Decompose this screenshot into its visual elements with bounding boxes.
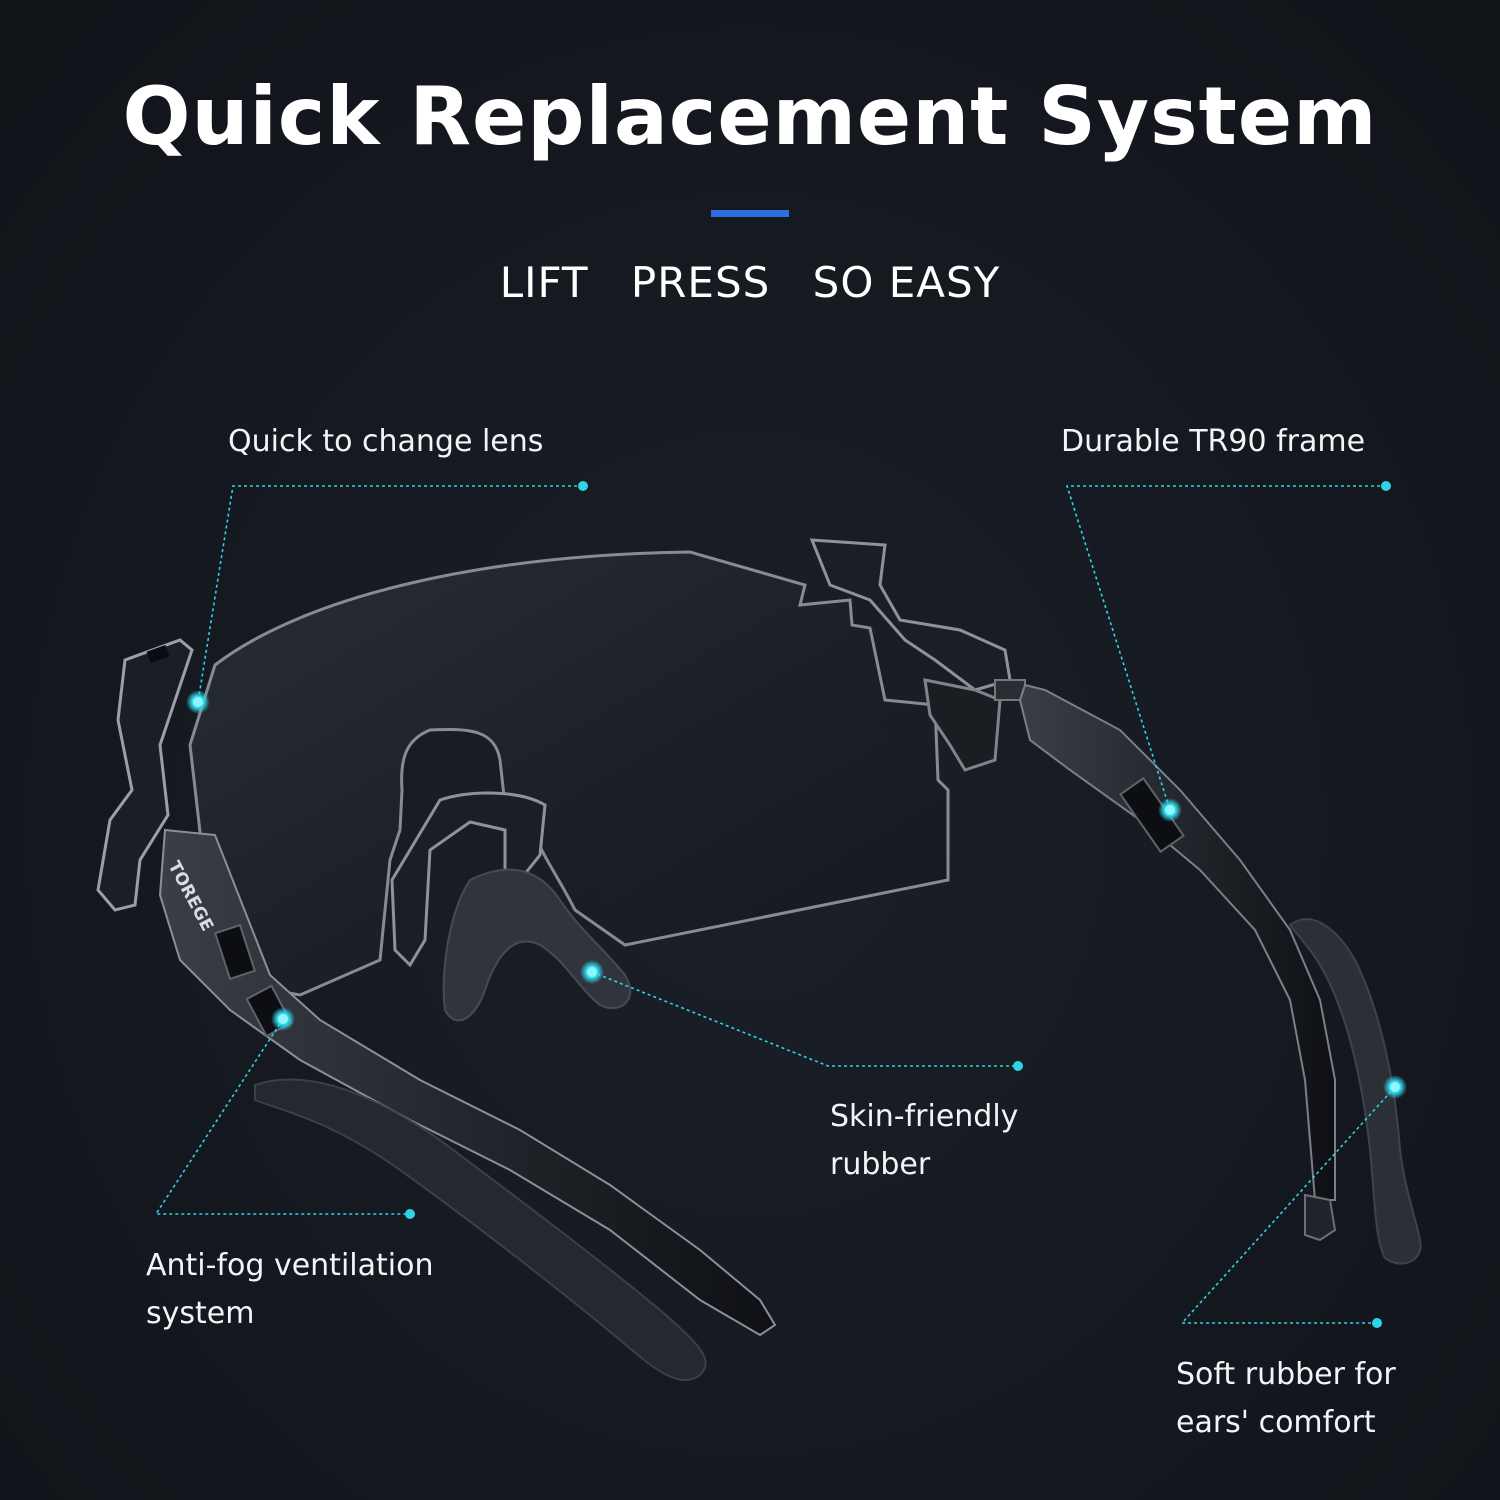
right-temple-arm bbox=[1018, 683, 1336, 1201]
lens-line-end-dot bbox=[578, 481, 588, 491]
nose-pad bbox=[442, 868, 632, 1022]
vent-leader-line bbox=[154, 1018, 410, 1215]
lens-shape bbox=[188, 550, 950, 997]
ear-leader-line bbox=[1180, 1086, 1396, 1324]
frame-callout-text: Durable TR90 frame bbox=[1061, 424, 1366, 459]
vent-line-end-dot bbox=[405, 1209, 415, 1219]
subtitle-word-easy: SO EASY bbox=[812, 258, 1001, 307]
lens-leader-line bbox=[197, 485, 583, 703]
nose-callout-label: Skin-friendly rubber bbox=[830, 1093, 1018, 1189]
right-hinge-bottom bbox=[923, 678, 1002, 772]
right-temple-tip bbox=[1304, 1193, 1337, 1242]
frame-line-end-dot bbox=[1381, 481, 1391, 491]
frame-leader-line bbox=[1065, 485, 1386, 811]
frame-callout-label: Durable TR90 frame bbox=[1061, 418, 1365, 466]
nose-leader-line bbox=[591, 971, 1018, 1067]
ear-line-end-dot bbox=[1372, 1318, 1382, 1328]
vent-callout-line2: system bbox=[146, 1296, 255, 1331]
callout-lines bbox=[154, 485, 1396, 1324]
left-hinge bbox=[96, 638, 194, 912]
page-title: Quick Replacement System bbox=[122, 70, 1378, 163]
lens-callout-label: Quick to change lens bbox=[228, 418, 543, 466]
lens-callout-text: Quick to change lens bbox=[228, 424, 544, 459]
nose-bridge bbox=[390, 791, 547, 968]
vent-callout-label: Anti-fog ventilation system bbox=[146, 1242, 433, 1338]
ear-callout-line2: ears' comfort bbox=[1176, 1405, 1376, 1440]
right-ear-rubber bbox=[1288, 918, 1422, 1265]
title-accent-bar bbox=[711, 210, 789, 217]
left-ear-rubber bbox=[254, 1078, 707, 1381]
left-temple-arm bbox=[158, 828, 777, 1337]
vent-callout-line1: Anti-fog ventilation bbox=[146, 1248, 434, 1283]
ear-callout-line1: Soft rubber for bbox=[1176, 1357, 1396, 1392]
nose-callout-line1: Skin-friendly bbox=[830, 1099, 1019, 1134]
nose-callout-line2: rubber bbox=[830, 1147, 931, 1182]
nose-line-end-dot bbox=[1013, 1061, 1023, 1071]
subtitle-word-lift: LIFT bbox=[499, 258, 589, 307]
ear-callout-label: Soft rubber for ears' comfort bbox=[1176, 1351, 1396, 1447]
subtitle-word-press: PRESS bbox=[630, 258, 771, 307]
subtitle: LIFT PRESS SO EASY bbox=[0, 258, 1500, 307]
